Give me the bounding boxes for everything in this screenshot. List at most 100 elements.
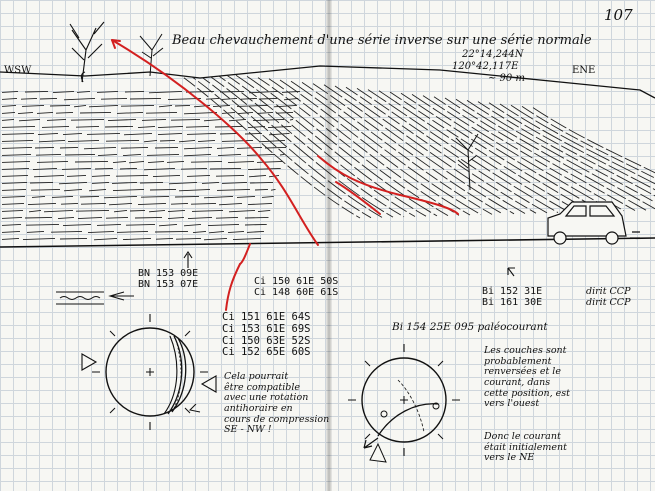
tree-icon	[455, 133, 479, 191]
stratum-line	[1, 167, 281, 171]
inclined-stratum-line	[323, 84, 515, 215]
inclined-stratum-line	[477, 101, 655, 210]
measurement: Ci 148 60E 61S	[254, 287, 339, 299]
inclined-stratum-line	[510, 104, 655, 210]
note-line: courant, dans	[484, 376, 551, 388]
stratum-line	[1, 174, 280, 178]
stratum-line	[1, 209, 271, 213]
note-line: cours de compression	[224, 413, 330, 425]
stratum-line	[1, 153, 285, 157]
stratum-line	[1, 216, 269, 220]
measurement: Ci 151 61E 64S	[222, 311, 311, 323]
inclined-stratum-line	[455, 98, 647, 211]
inclined-stratum-line	[169, 67, 361, 219]
stratum-line	[1, 223, 267, 227]
inclined-stratum-line	[235, 74, 427, 217]
rotation-note: Cela pourrait être compatible avec une r…	[224, 371, 330, 436]
stereonet-right	[348, 344, 460, 463]
measurement: Ci 152 65E 60S	[222, 346, 311, 359]
stratum-line	[1, 146, 287, 150]
measurement: BN 153 09E	[138, 268, 199, 279]
note-line: vers l'ouest	[484, 398, 540, 410]
inclined-stratum-line	[246, 76, 438, 217]
inclined-stratum-line	[367, 89, 559, 213]
stratum-line	[1, 181, 274, 185]
measurement: Bi 152 31E	[482, 286, 543, 297]
measurement-tag: dirit CCP	[586, 296, 631, 308]
inverse-series-strata	[169, 67, 655, 219]
stratum-line	[1, 188, 276, 192]
longitude: 120°42,117E	[452, 61, 519, 72]
inclined-stratum-line	[334, 85, 526, 214]
inclined-stratum-line	[180, 68, 372, 219]
pointer-arrows	[183, 251, 515, 277]
normal-series-strata	[1, 90, 301, 241]
inclined-stratum-line	[389, 91, 581, 213]
current-note: Donc le courant était initialement vers …	[484, 431, 567, 464]
stratum-line	[1, 237, 262, 241]
bi-top-tags: dirit CCP dirit CCP	[586, 286, 631, 308]
topography-line	[0, 65, 655, 99]
inclined-stratum-line	[422, 95, 614, 212]
inclined-stratum-line	[466, 100, 655, 211]
latitude: 22°14,244N	[462, 49, 524, 60]
note-line: SE - NW !	[224, 424, 272, 436]
stratum-line	[1, 125, 292, 129]
inclined-stratum-line	[378, 90, 570, 213]
inclined-stratum-line	[356, 88, 548, 214]
page-title: Beau chevauchement d'une série inverse s…	[172, 33, 592, 48]
note-line: Donc le courant	[484, 431, 561, 442]
inclined-stratum-line	[279, 79, 471, 216]
stratum-line	[1, 111, 294, 115]
inclined-stratum-line	[433, 96, 625, 212]
stereonet-left	[81, 314, 217, 430]
note-line: Cela pourrait	[224, 371, 289, 382]
note-line: Les couches sont	[484, 345, 567, 356]
measurement: Bi 161 30E	[482, 297, 543, 309]
note-line: antihoraire en	[224, 402, 293, 414]
measurement: BN 153 07E	[138, 279, 199, 291]
inclined-stratum-line	[312, 83, 504, 215]
orientation-right: ENE	[572, 65, 596, 76]
note-line: vers le NE	[484, 452, 535, 464]
paleocurrent-measurement: Bi 154 25E 095 paléocourant	[392, 321, 548, 333]
fault-lines	[111, 39, 459, 311]
inclined-stratum-line	[521, 106, 655, 209]
stratum-line	[1, 90, 301, 94]
note-line: probablement	[484, 355, 552, 367]
stratum-line	[1, 118, 294, 122]
measurement: Ci 153 61E 69S	[222, 322, 311, 335]
inclined-stratum-line	[224, 73, 416, 217]
stratum-line	[1, 202, 273, 206]
inclined-stratum-line	[411, 94, 603, 212]
inclined-stratum-line	[268, 78, 460, 216]
tree-icon	[69, 21, 105, 83]
tree-icon	[139, 33, 164, 77]
notebook-gutter	[326, 0, 332, 491]
car-icon	[547, 201, 640, 245]
measurement: Ci 150 63E 52S	[222, 334, 311, 347]
inclined-stratum-line	[202, 71, 394, 218]
measurement-tag: dirit CCP	[586, 286, 631, 297]
altitude: ~ 90 m	[488, 73, 525, 84]
inclined-stratum-line	[488, 102, 655, 210]
stratum-line	[1, 97, 299, 101]
bn-measurements: BN 153 09E BN 153 07E	[138, 268, 198, 290]
measurement: Ci 150 61E 50S	[254, 276, 339, 287]
inclined-stratum-line	[345, 86, 537, 214]
ci-top-measurements: Ci 150 61E 50S Ci 148 60E 61S	[254, 276, 338, 298]
note-line: était initialement	[484, 441, 567, 453]
inclined-stratum-line	[532, 107, 655, 209]
layer-inset-sketch	[56, 291, 134, 305]
inclined-stratum-line	[499, 103, 655, 210]
note-line: renversées et le	[484, 366, 561, 378]
orientation-left: WSW	[4, 65, 32, 76]
stratum-line	[1, 160, 283, 164]
bi-top-measurements: Bi 152 31E Bi 161 30E	[482, 286, 542, 308]
ci-measurement-list: Ci 151 61E 64S Ci 153 61E 69S Ci 150 63E…	[222, 311, 311, 359]
stratum-line	[1, 132, 290, 136]
inclined-stratum-line	[213, 72, 405, 218]
inclined-stratum-line	[301, 82, 493, 215]
stratum-line	[1, 195, 274, 199]
